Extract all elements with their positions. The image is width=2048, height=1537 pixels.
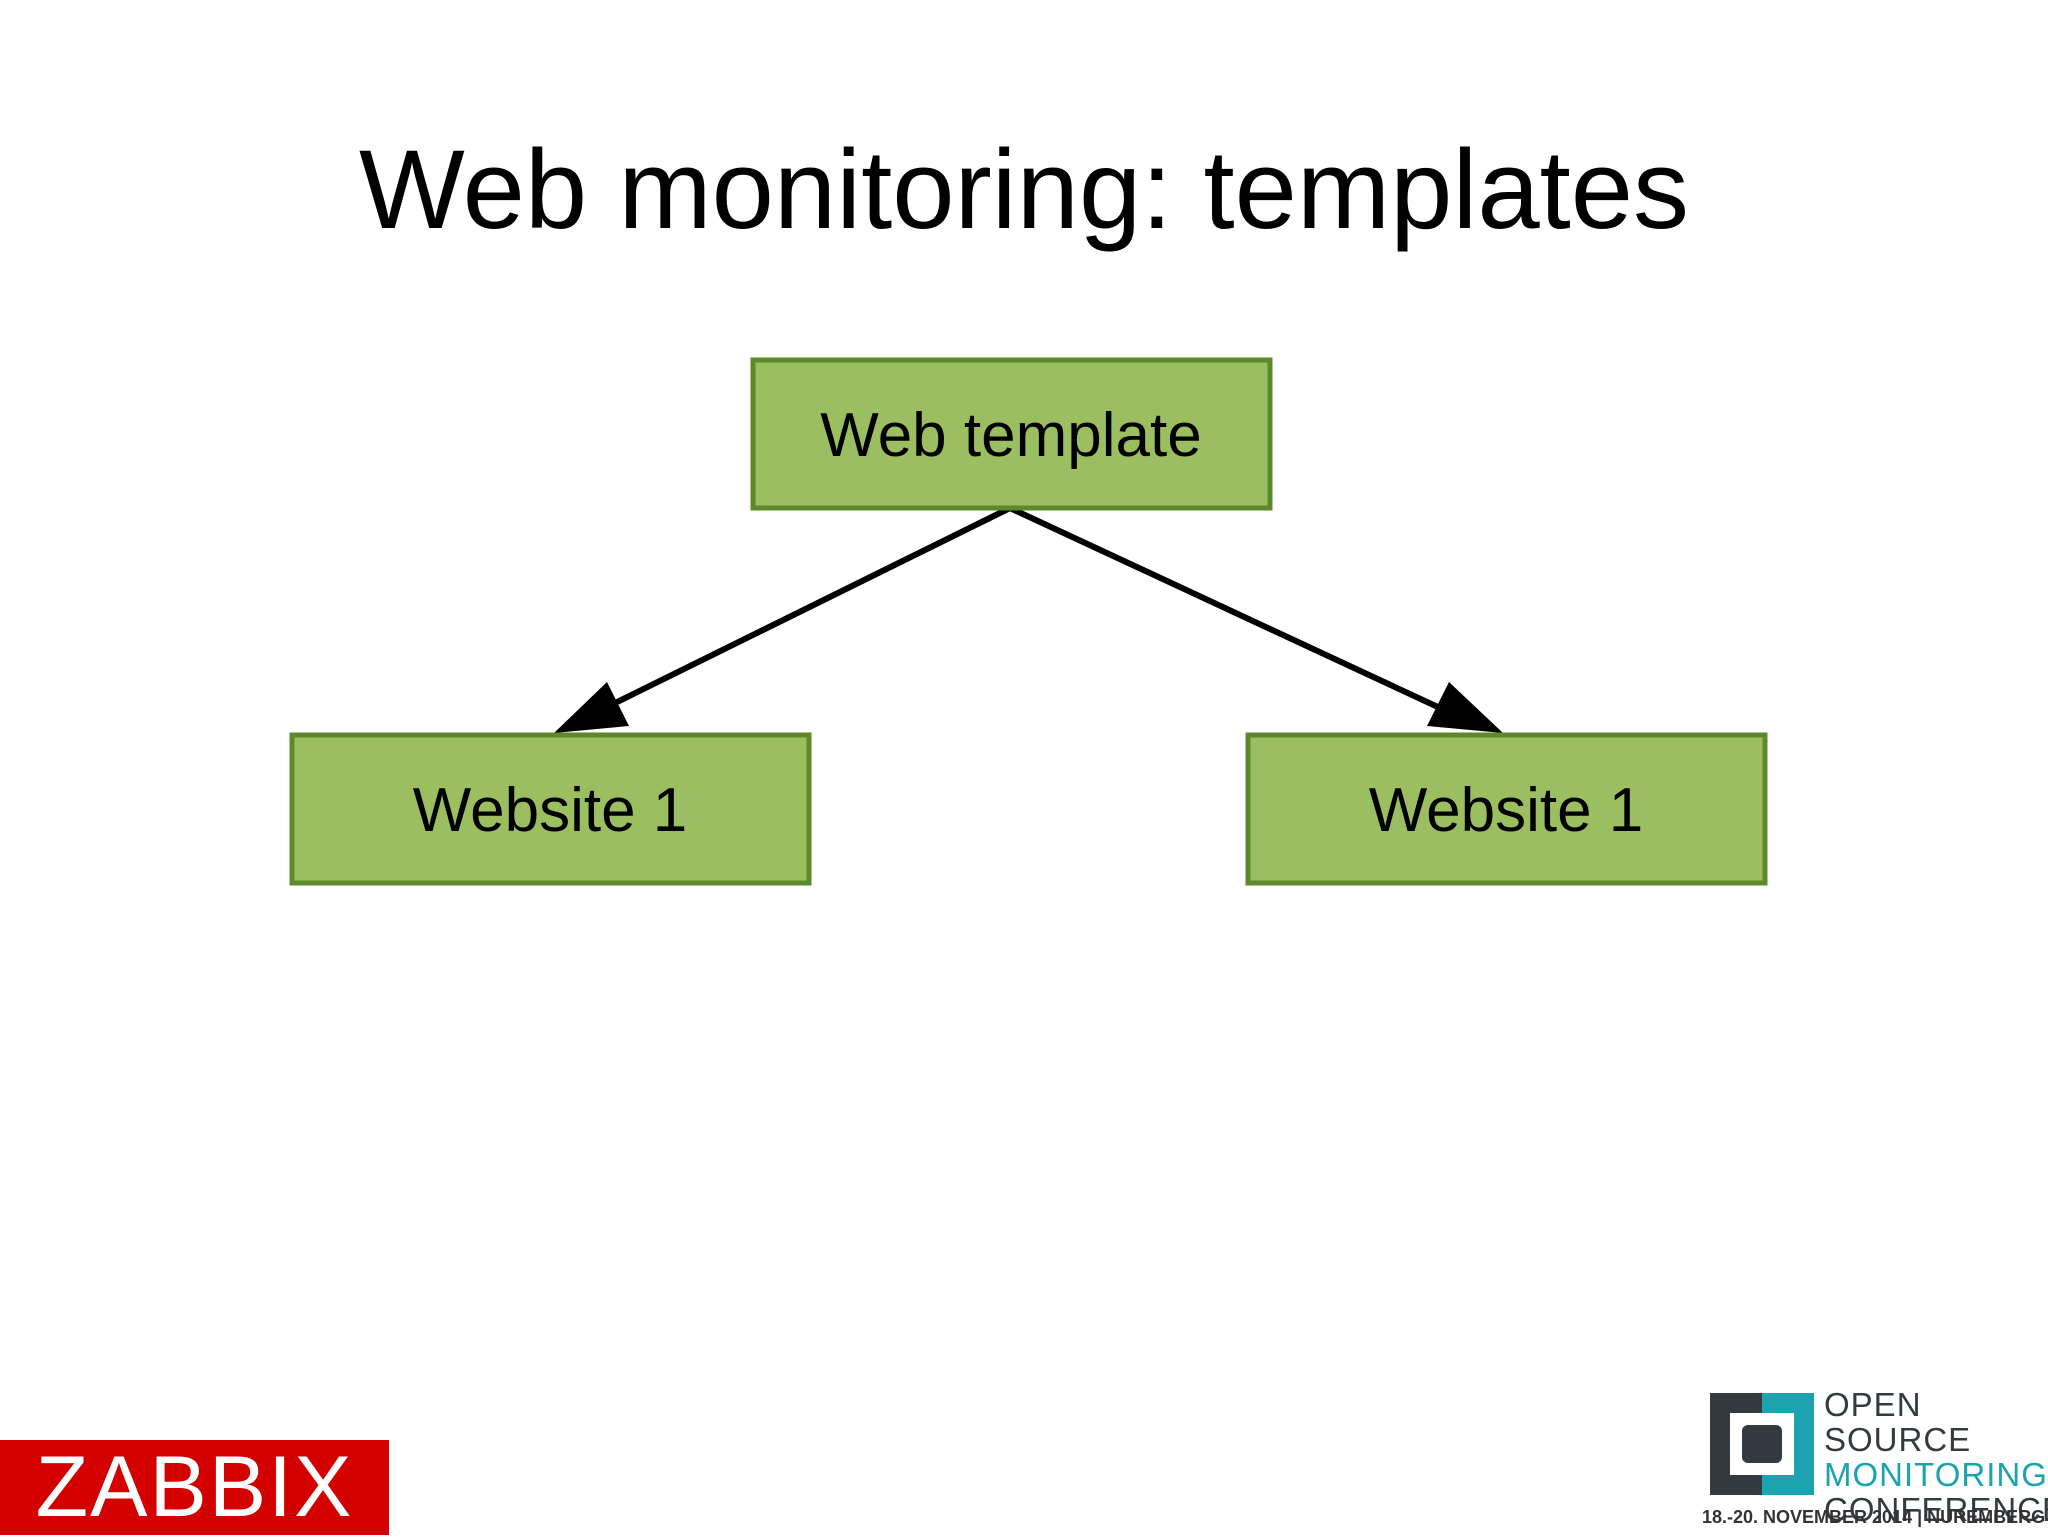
node-web-template[interactable]: Web template <box>750 357 1273 511</box>
osmc-mark-icon <box>1710 1393 1814 1495</box>
arrowhead-left <box>554 682 629 733</box>
osmc-logo: OPEN SOURCE MONITORING CONFERENCE 18.-20… <box>1700 1385 2048 1535</box>
osmc-wordmark: OPEN SOURCE MONITORING CONFERENCE <box>1824 1387 2048 1527</box>
node-website-left[interactable]: Website 1 <box>289 732 812 886</box>
arrowhead-right <box>1427 682 1503 733</box>
edge-template-to-website-left <box>554 505 1012 733</box>
osmc-line-1: OPEN SOURCE <box>1824 1386 1972 1458</box>
node-web-template-box <box>750 357 1273 511</box>
node-website-left-label: Website 1 <box>413 776 688 845</box>
node-website-right[interactable]: Website 1 <box>1245 732 1768 886</box>
osmc-line-3: CONFERENCE <box>1824 1491 2048 1528</box>
node-website-right-box <box>1245 732 1768 886</box>
osmc-line-2: MONITORING <box>1824 1456 2048 1493</box>
slide-title: Web monitoring: templates <box>358 127 1690 252</box>
zabbix-logo: ZABBIX <box>0 1439 389 1535</box>
edge-template-to-website-right <box>1008 505 1503 733</box>
node-website-right-label: Website 1 <box>1369 776 1644 845</box>
node-web-template-label: Web template <box>820 401 1201 470</box>
zabbix-logo-text: ZABBIX <box>35 1439 354 1535</box>
osmc-footer: 18.-20. NOVEMBER 2014 | NUREMBERG <box>1702 1507 2046 1527</box>
node-website-left-box <box>289 732 812 886</box>
